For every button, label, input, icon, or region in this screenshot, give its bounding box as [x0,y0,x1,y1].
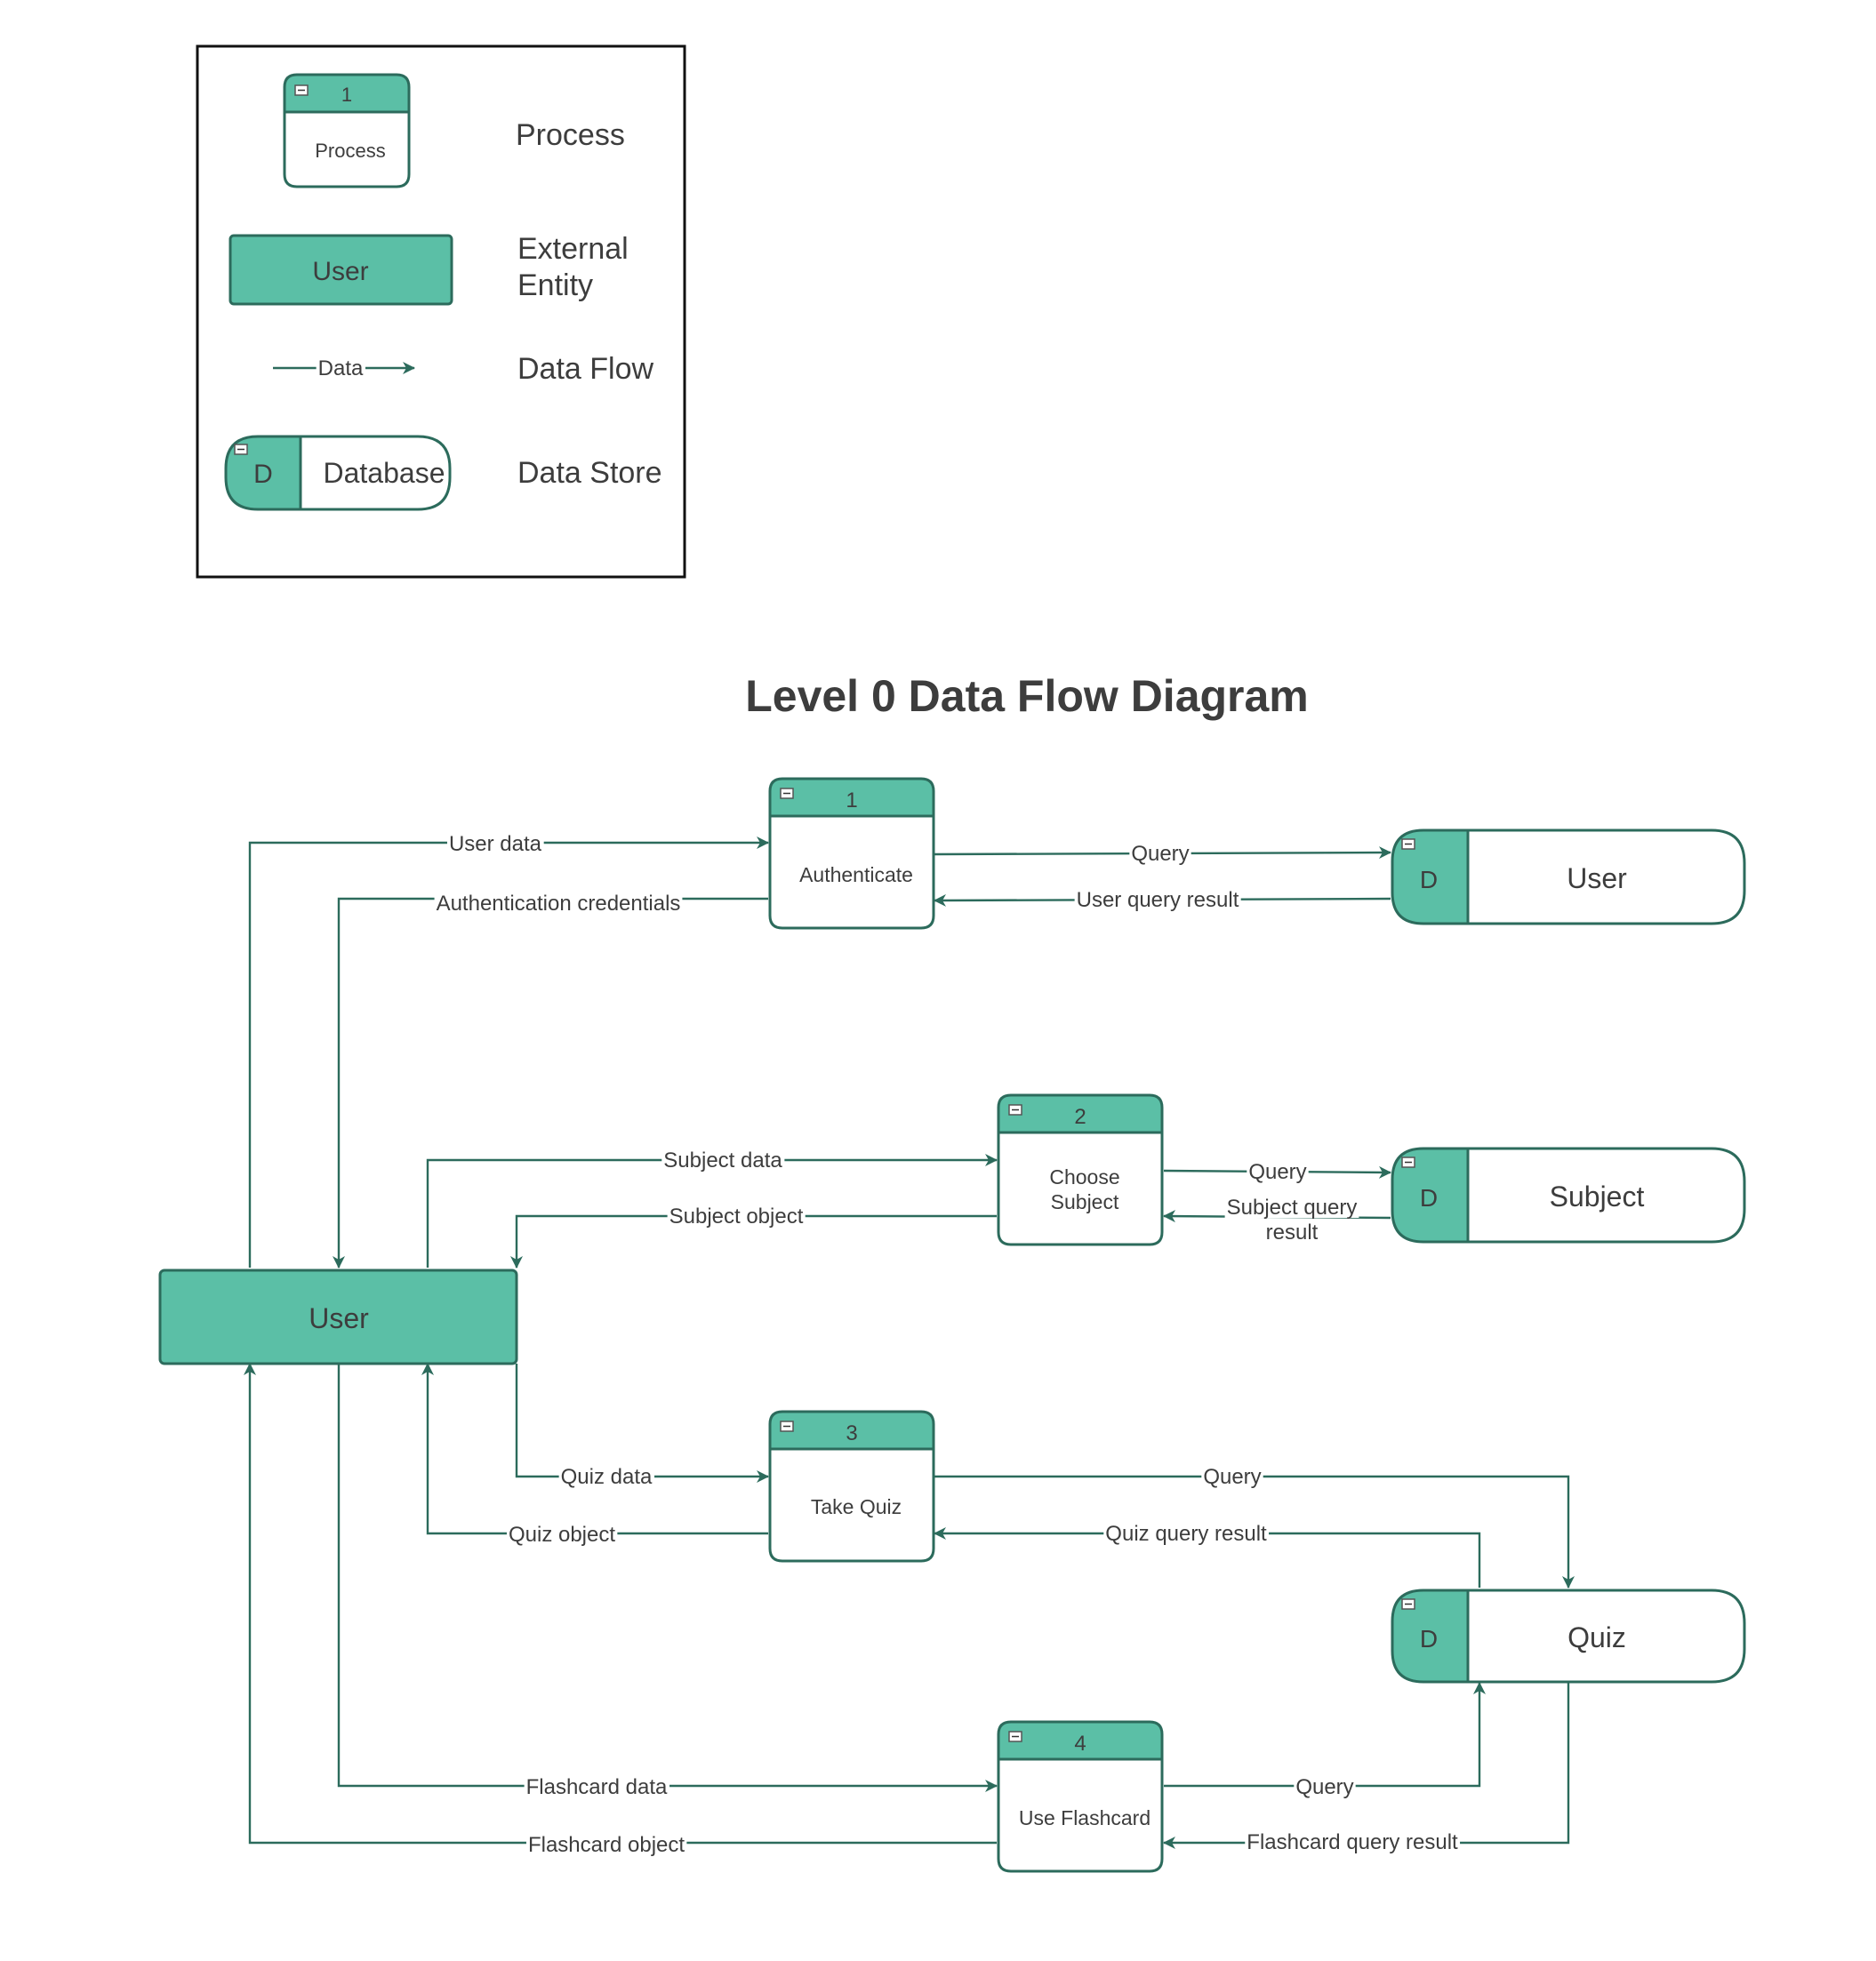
flow-label-user-query-result: User query result [1077,888,1239,912]
legend-store-symbol: D Database [224,435,452,511]
process-number: 3 [846,1421,857,1445]
flow-label-background [1129,844,1191,864]
store-id: D [1420,1184,1438,1212]
flow-flashcard-data [337,1364,998,1792]
legend-process-desc: Process [516,118,625,152]
flow-label-quiz-object: Quiz object [509,1523,615,1547]
flow-label-auth-credentials: Authentication credentials [437,892,681,916]
flow-quiz-object [421,1363,768,1535]
process-label: Authenticate [799,863,913,886]
flow-label-user-data: User data [449,832,542,856]
flow-label-quiz-data: Quiz data [561,1465,653,1489]
process-take-quiz: 3 Take Quiz [768,1410,935,1563]
flow-label-background [558,1467,655,1487]
store-label: Quiz [1567,1621,1626,1653]
flow-flashcard-query-result [1163,1683,1570,1849]
legend-entity-symbol [228,234,453,306]
legend-entity-label: User [312,257,368,286]
legend-store-id: D [253,460,273,489]
process-choose-subject: 2 Choose Subject [997,1093,1164,1246]
process-label-line1: Choose [1049,1165,1119,1189]
legend-flow-label: Data [318,356,364,380]
flow-label-background [1201,1467,1263,1487]
store-label: User [1567,862,1627,894]
process-label-line2: Subject [1051,1190,1119,1213]
legend-store-desc: Data Store [517,456,662,490]
process-number: 4 [1074,1732,1086,1756]
process-label: Use Flashcard [1019,1806,1150,1829]
flow-label-flashcard-data: Flashcard data [526,1775,668,1799]
flow-label-flashcard-query: Query [1295,1775,1353,1799]
flow-label-background [525,1835,687,1855]
flow-label-background [1224,1197,1359,1218]
store-id: D [1420,866,1438,893]
flow-labels: User data Authentication credentials Que… [434,832,1461,1857]
store-subject: D Subject [1391,1147,1746,1244]
process-number: 2 [1074,1105,1086,1129]
diagram-title: Level 0 Data Flow Diagram [745,671,1309,721]
process-authenticate: 1 Authenticate [768,777,935,930]
flow-label-subject-query-result-line2: result [1266,1221,1319,1245]
external-entity-label: User [309,1302,369,1334]
flow-label-quiz-query: Query [1203,1465,1261,1489]
flow-label-subject-query-result-line1: Subject query [1227,1196,1358,1220]
legend-entity-desc-line2: Entity [517,268,593,302]
store-user: D User [1391,828,1746,925]
flow-label-background [667,1206,806,1227]
flow-label-quiz-query-result: Quiz query result [1105,1522,1267,1546]
store-id: D [1420,1625,1438,1653]
process-number: 1 [846,788,857,812]
flow-label-auth-query: Query [1131,842,1189,866]
legend-process-symbol: 1 Process [283,73,411,188]
flow-user-data [248,836,769,1268]
flow-label-background [1263,1222,1320,1243]
flow-label-background [446,834,544,854]
external-entity-user: User [158,1269,518,1365]
process-label: Take Quiz [811,1495,902,1518]
flow-label-background [1074,890,1241,910]
legend-flow-desc: Data Flow [517,352,653,386]
legend-process-label: Process [315,140,385,162]
flow-quiz-data [515,1364,769,1483]
store-label: Subject [1550,1181,1645,1213]
flow-label-background [506,1525,618,1545]
store-quiz: D Quiz [1391,1589,1746,1684]
legend-entity-desc-line1: External [517,232,629,266]
flow-subject-object [510,1214,997,1269]
flow-label-background [1294,1777,1356,1797]
flow-quiz-query [934,1475,1575,1589]
flow-flashcard-object [244,1363,997,1845]
flow-label-flashcard-object: Flashcard object [528,1833,685,1857]
flow-label-background [434,893,683,914]
flow-label-subject-object: Subject object [669,1205,804,1229]
flow-flashcard-query [1164,1682,1486,1788]
flow-label-flashcard-query-result: Flashcard query result [1247,1830,1458,1854]
legend: 1 Process Process User External Entity D… [196,44,686,579]
flow-label-background [1247,1162,1309,1182]
process-use-flashcard: 4 Use Flashcard [997,1720,1164,1873]
flow-label-background [316,358,365,379]
flow-label-subject-data: Subject data [663,1149,782,1173]
flow-label-background [1103,1524,1270,1544]
flow-label-background [524,1777,670,1797]
legend-flow-symbol: Data [273,356,415,380]
flow-subject-data [426,1154,998,1268]
legend-process-number: 1 [341,84,352,106]
flow-label-subject-query: Query [1248,1160,1306,1184]
flow-label-background [1245,1832,1461,1853]
flow-label-background [661,1150,785,1171]
legend-store-label: Database [324,457,445,489]
